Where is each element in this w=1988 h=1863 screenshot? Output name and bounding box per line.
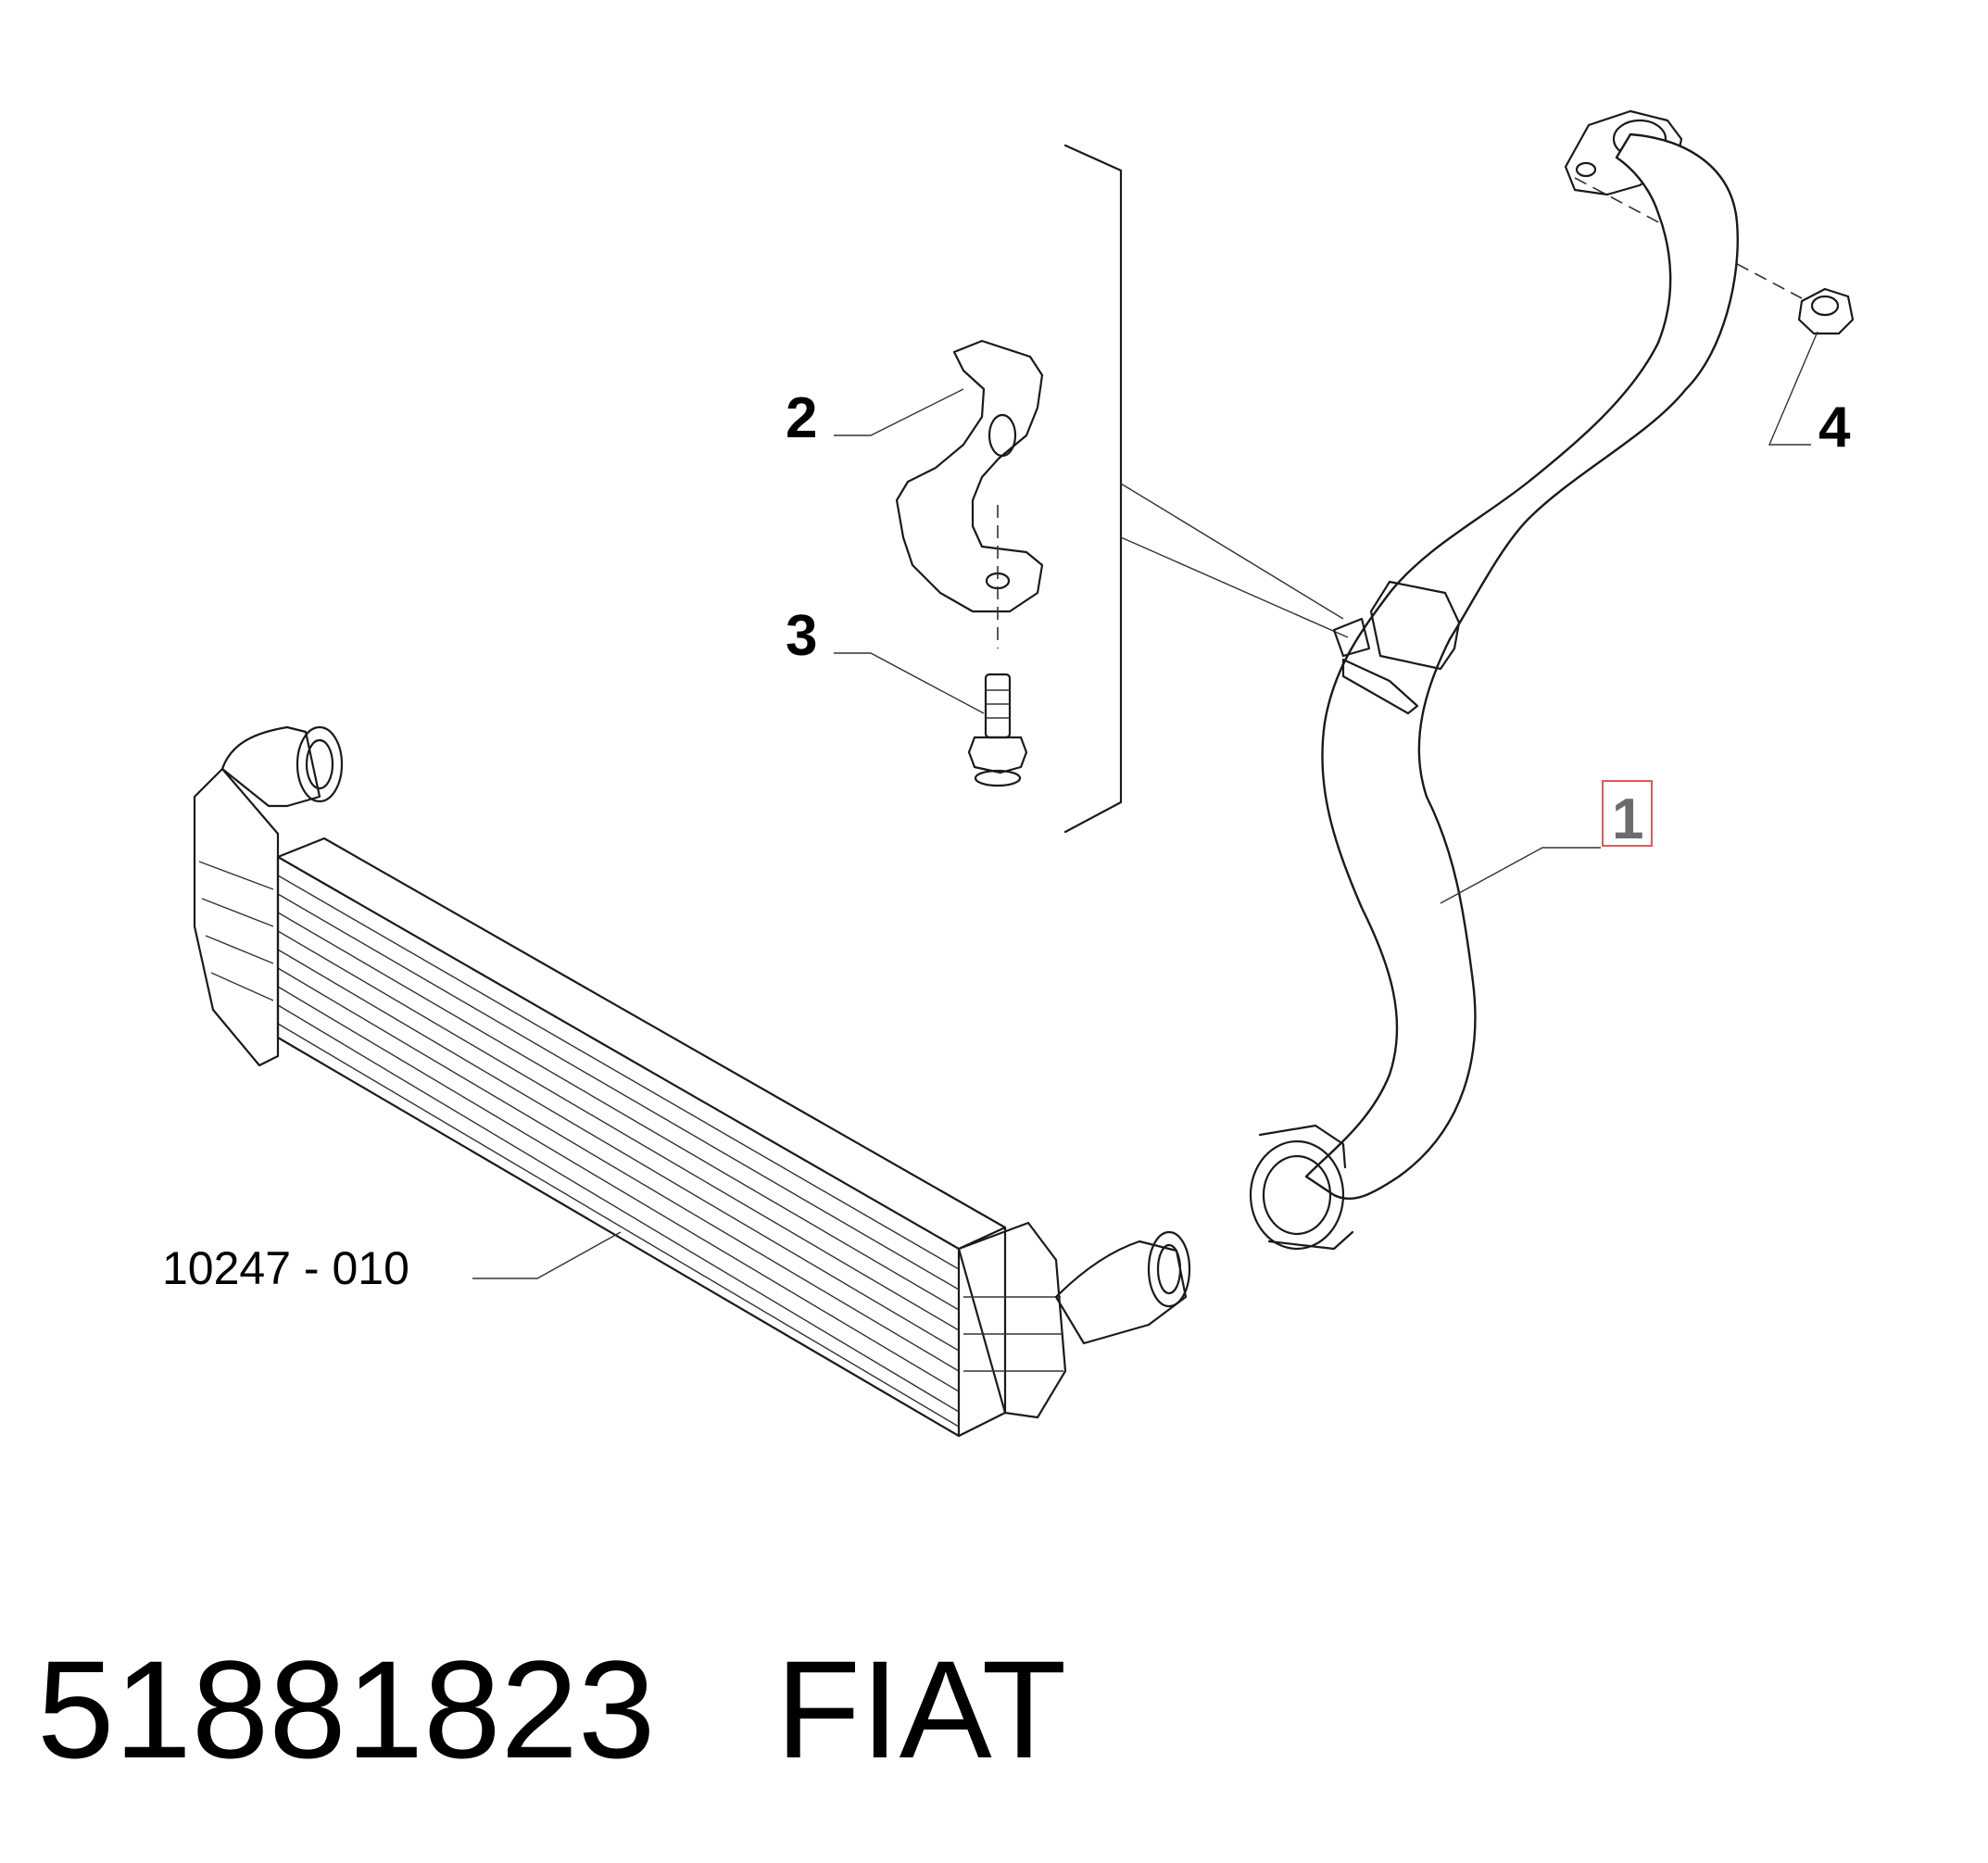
brand-name: FIAT xyxy=(775,1631,1067,1787)
intercooler-assembly xyxy=(193,725,1191,1438)
leader-lines xyxy=(472,331,1818,1279)
callout-4: 4 xyxy=(1818,396,1851,459)
detail-frame xyxy=(1063,144,1349,834)
callout-3: 3 xyxy=(786,604,817,668)
bracket-part-2 xyxy=(895,339,1044,648)
hose-part-1 xyxy=(1249,109,1739,1251)
bolt-part-3 xyxy=(967,673,1028,787)
reference-label-intercooler: 10247 - 010 xyxy=(162,1242,409,1294)
callout-1[interactable]: 1 xyxy=(1612,787,1643,851)
callout-2: 2 xyxy=(786,386,817,450)
part-number: 51881823 xyxy=(37,1631,656,1787)
callout-1-highlight xyxy=(1602,780,1653,847)
